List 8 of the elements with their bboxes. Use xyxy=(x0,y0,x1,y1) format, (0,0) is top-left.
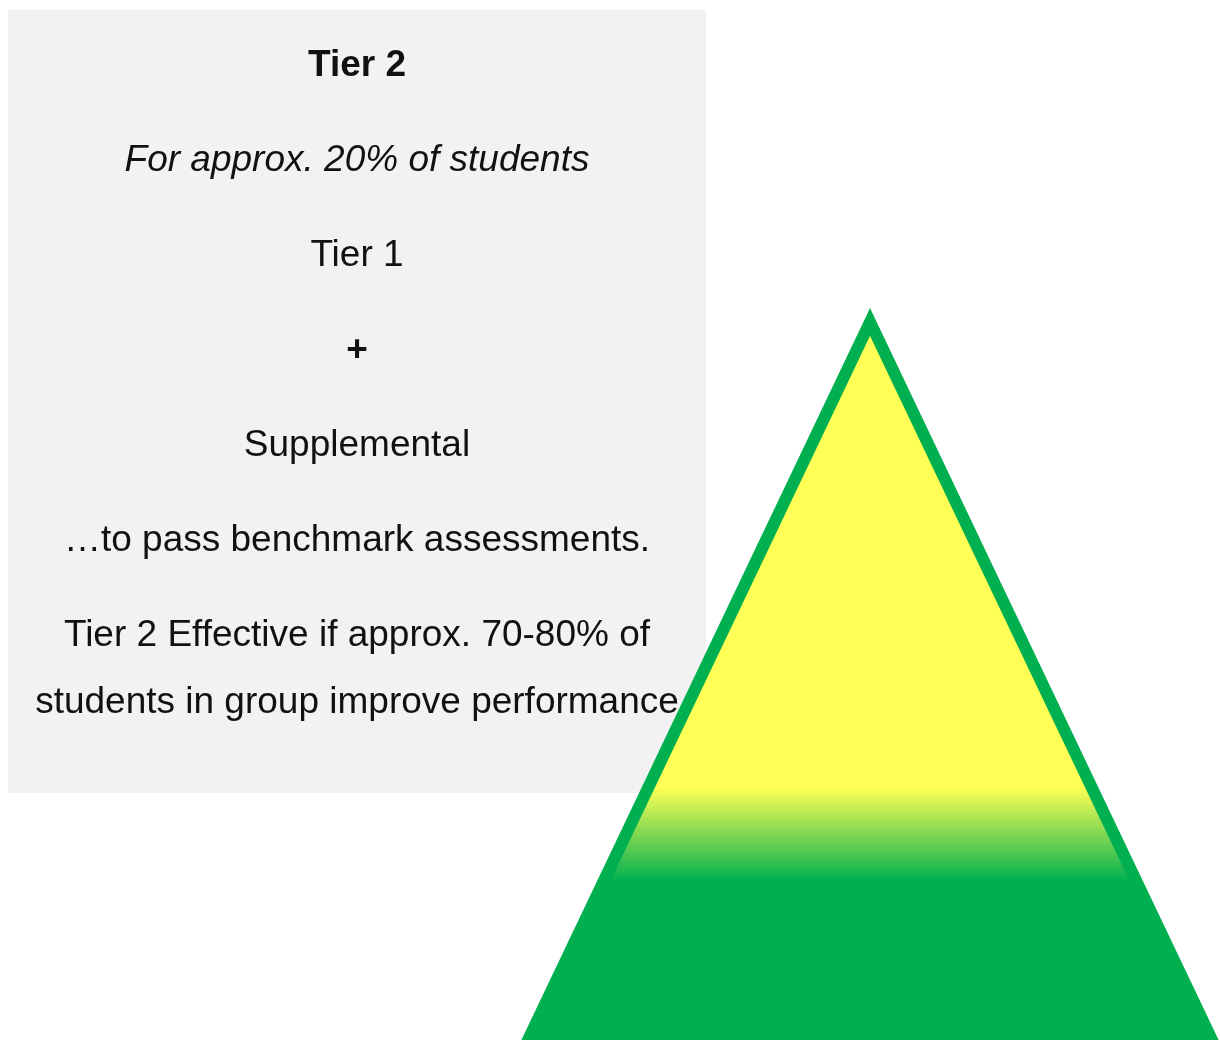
student-share-note: For approx. 20% of students xyxy=(123,137,591,181)
plus-sign: + xyxy=(345,327,369,371)
tier-label: Tier 1 xyxy=(309,232,405,276)
goal-text: …to pass benchmark assessments. xyxy=(62,517,652,561)
info-card xyxy=(8,10,706,793)
supplement-label: Supplemental xyxy=(242,422,472,466)
effectiveness-note: Tier 2 Effective if approx. 70-80% of students in group improve performance xyxy=(34,612,680,723)
tier-heading: Tier 2 xyxy=(306,42,407,86)
